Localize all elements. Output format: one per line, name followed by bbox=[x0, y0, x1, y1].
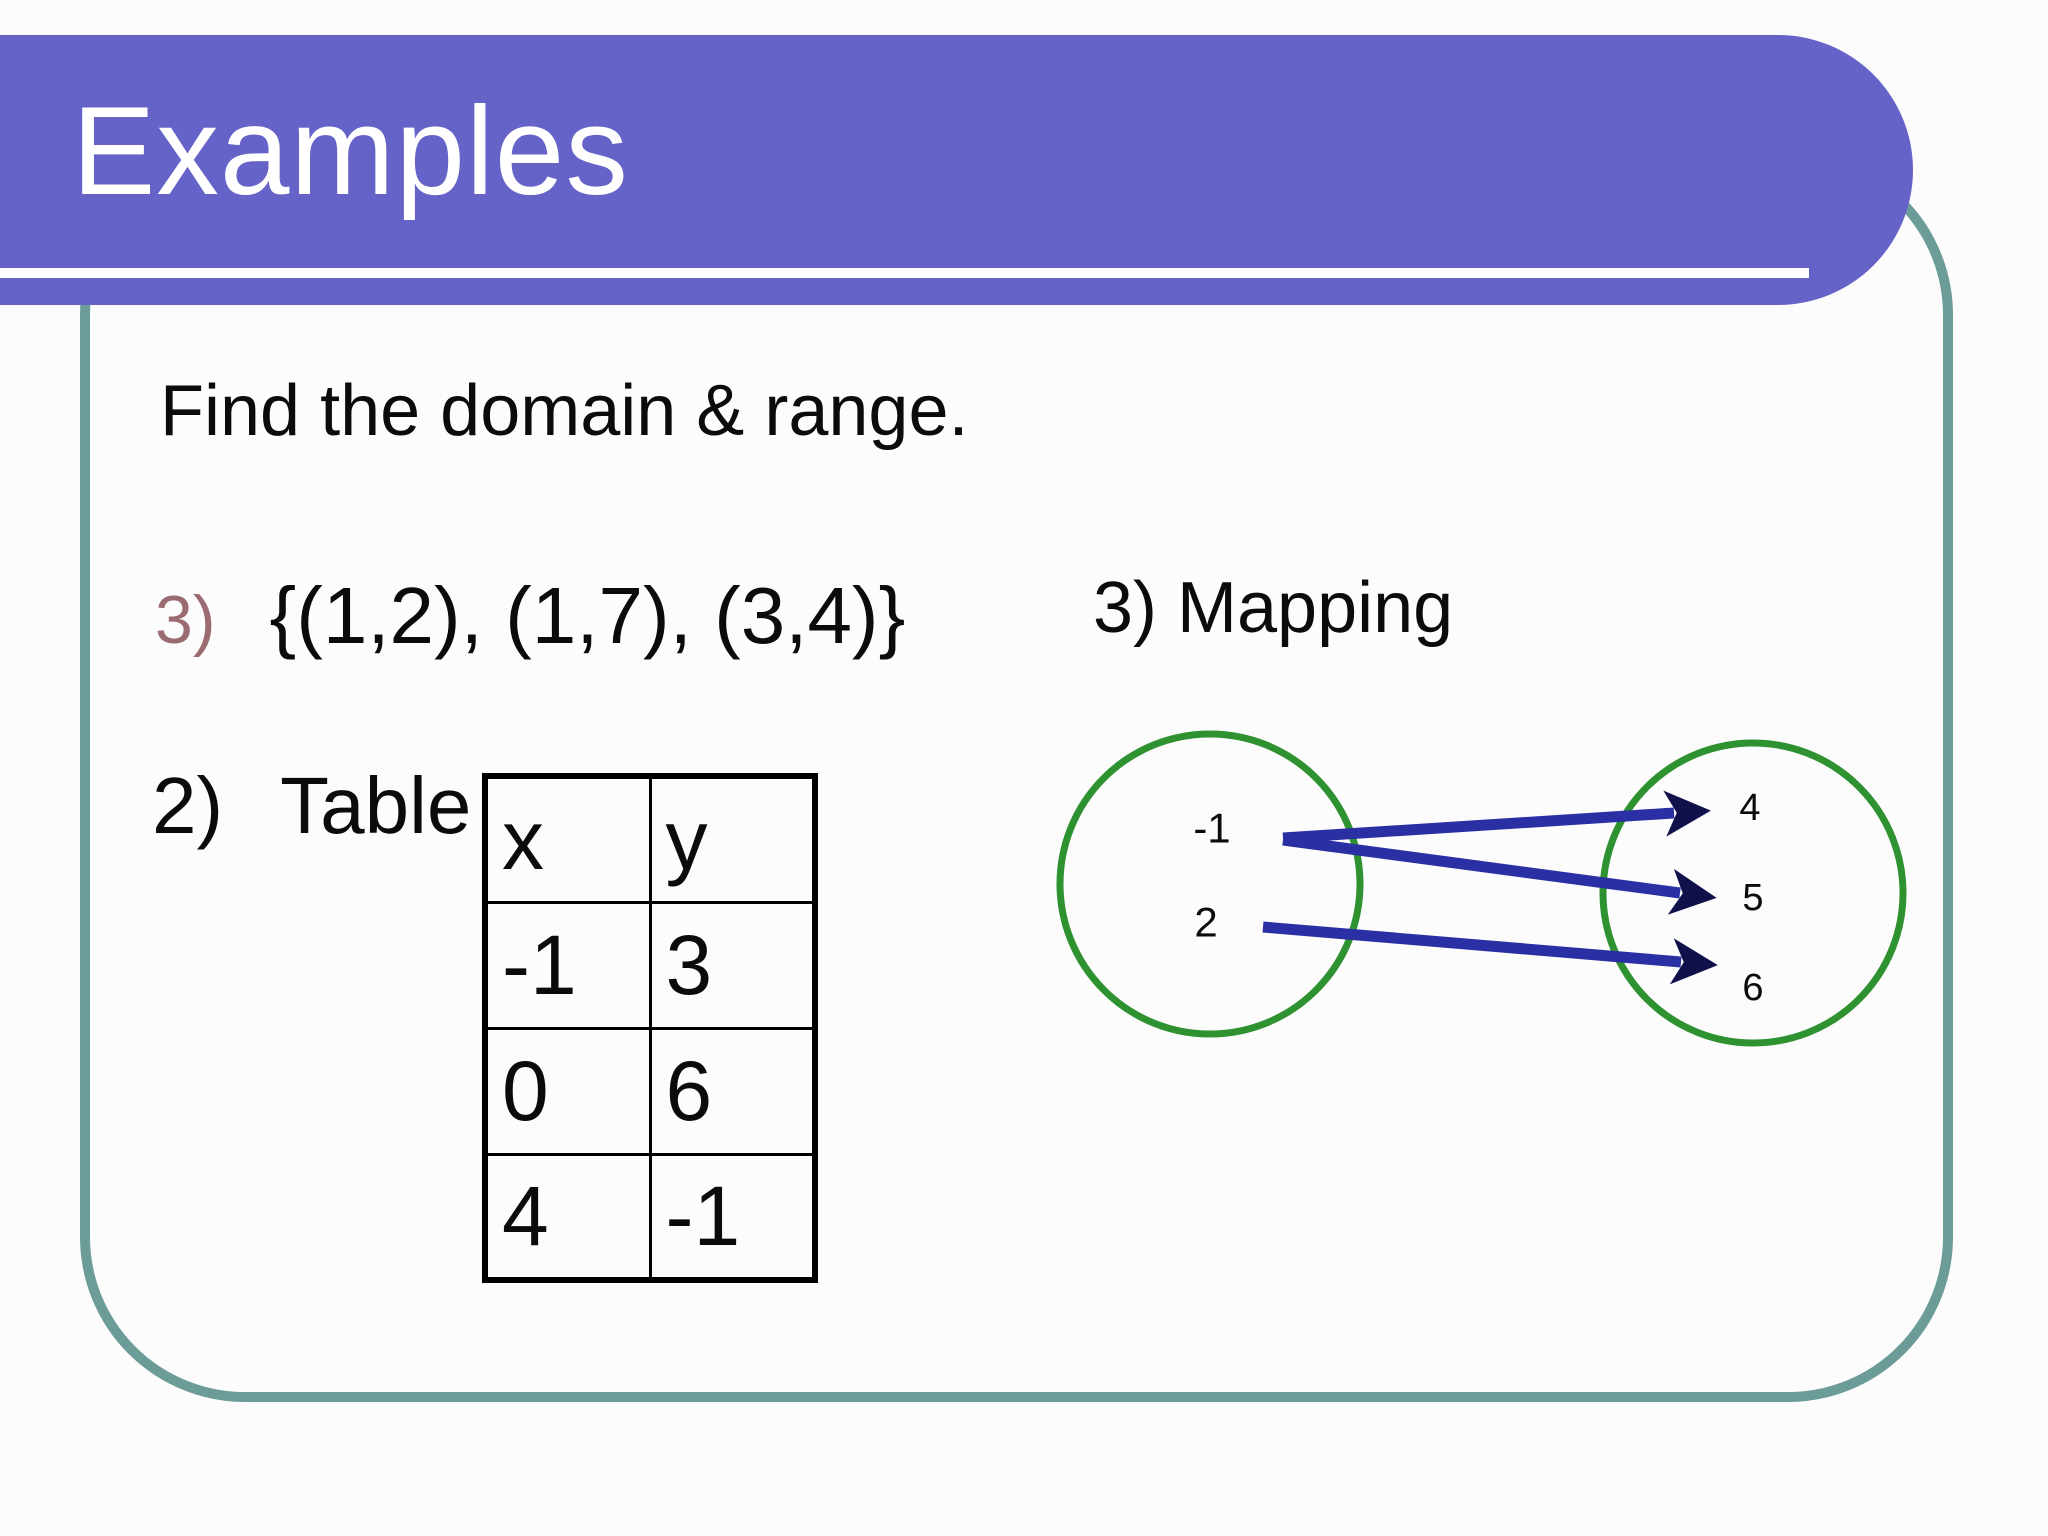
table-cell: 0 bbox=[483, 1026, 652, 1156]
table-header-y: y bbox=[648, 774, 817, 904]
banner-underline bbox=[0, 268, 1809, 278]
table-header-x: x bbox=[483, 774, 652, 904]
table-cell: 6 bbox=[648, 1026, 817, 1156]
list-marker-2: 2) bbox=[152, 761, 224, 850]
table-cell: 4 bbox=[483, 1152, 652, 1282]
prompt-text: Find the domain & range. bbox=[160, 371, 969, 451]
list-marker-3: 3) bbox=[155, 582, 216, 658]
title-banner: Examples bbox=[0, 35, 1913, 305]
ordered-pairs-set: {(1,2), (1,7), (3,4)} bbox=[269, 571, 906, 660]
table-cell: -1 bbox=[483, 900, 652, 1030]
list-item-table: 2) Table bbox=[152, 766, 471, 846]
table-cell: 3 bbox=[648, 900, 817, 1030]
table-cell: -1 bbox=[648, 1152, 817, 1282]
table-row: -1 3 bbox=[483, 900, 817, 1030]
table-row: 0 6 bbox=[483, 1026, 817, 1156]
table-header-row: x y bbox=[483, 774, 817, 904]
table-row: 4 -1 bbox=[483, 1152, 817, 1282]
slide-title: Examples bbox=[72, 82, 629, 221]
table-label: Table bbox=[280, 761, 472, 850]
xy-table: x y -1 3 0 6 4 -1 bbox=[482, 773, 818, 1283]
list-item-ordered-pairs: 3) {(1,2), (1,7), (3,4)} bbox=[155, 576, 905, 656]
mapping-heading: 3) Mapping bbox=[1093, 568, 1454, 648]
